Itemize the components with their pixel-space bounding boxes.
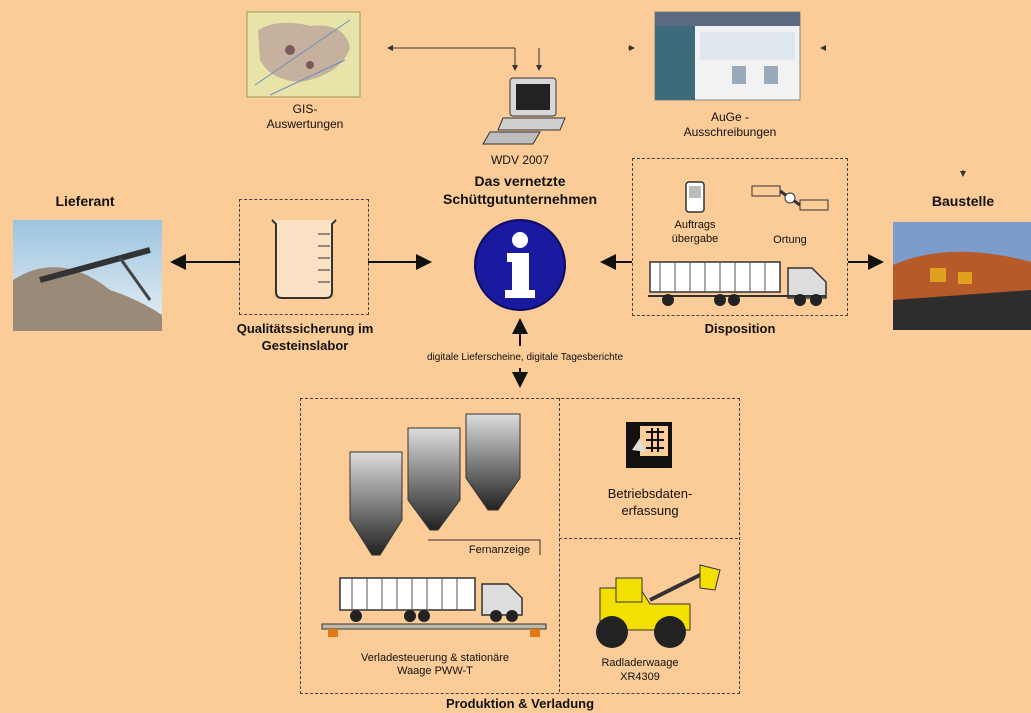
baustelle-image bbox=[893, 222, 1031, 330]
auge-screenshot-image bbox=[654, 11, 801, 101]
production-box bbox=[300, 398, 740, 694]
disposition-box bbox=[632, 158, 848, 316]
terminal-icon bbox=[626, 422, 672, 468]
silos-icon bbox=[349, 413, 541, 556]
phone-icon bbox=[685, 181, 705, 213]
beaker-icon bbox=[271, 219, 337, 299]
scale-truck-icon bbox=[321, 577, 547, 637]
satellite-icon bbox=[751, 185, 829, 211]
auftrag-label: Auftrags übergabe bbox=[671, 219, 719, 245]
center-title: Das vernetzte Schüttgutunternehmen bbox=[443, 173, 597, 207]
fernanzeige-label: Fernanzeige bbox=[468, 544, 531, 556]
lieferant-image bbox=[13, 220, 162, 331]
auge-label: AuGe - Ausschreibungen bbox=[683, 110, 777, 139]
verlade-label: Verladesteuerung & stationäre Waage PWW-… bbox=[361, 652, 509, 677]
quality-box bbox=[239, 199, 369, 315]
gis-label: GIS- Auswertungen bbox=[266, 102, 344, 131]
lieferant-label: Lieferant bbox=[55, 193, 115, 209]
info-icon bbox=[474, 219, 566, 311]
wheel-loader-icon bbox=[596, 564, 721, 648]
production-divider-horizontal bbox=[559, 538, 738, 539]
center-version: WDV 2007 bbox=[490, 153, 550, 167]
radlader-label: Radladerwaage XR4309 bbox=[601, 657, 679, 683]
ortung-label: Ortung bbox=[773, 234, 807, 246]
gis-map-image bbox=[246, 11, 361, 98]
production-divider-vertical bbox=[559, 398, 560, 692]
digital-label: digitale Lieferscheine, digitale Tagesbe… bbox=[426, 352, 624, 363]
baustelle-label: Baustelle bbox=[931, 193, 995, 209]
disposition-label: Disposition bbox=[704, 321, 776, 336]
production-label: Produktion & Verladung bbox=[445, 696, 595, 711]
computer-icon bbox=[482, 77, 566, 145]
betrieb-label: Betriebsdaten- erfassung bbox=[607, 486, 693, 518]
quality-label: Qualitätssicherung im Gesteinslabor bbox=[236, 321, 374, 353]
truck-icon bbox=[648, 261, 827, 306]
